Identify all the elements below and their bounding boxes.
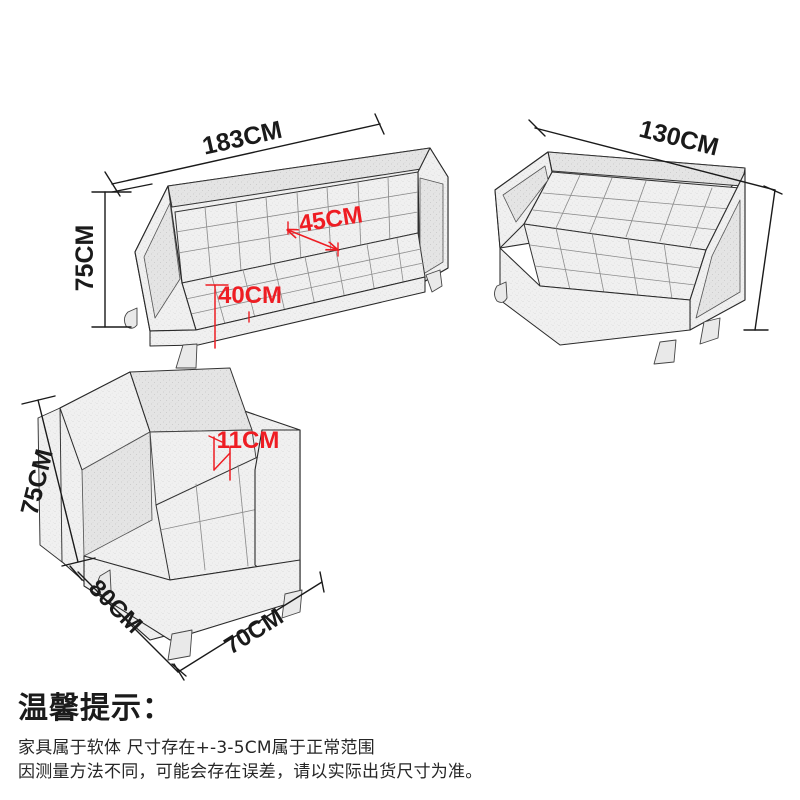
label-130cm: 130CM (636, 115, 721, 162)
label-40cm: 40CM (218, 282, 282, 309)
single-armchair-illustration (21, 367, 325, 681)
notice-line-2: 因测量方法不同，可能会存在误差，请以实际出货尺寸为准。 (18, 761, 483, 782)
dimension-line-80cm (69, 565, 187, 677)
label-75cm-sofa3: 75CM (71, 225, 99, 292)
notice-block: 温馨提示： 家具属于软体 尺寸存在+-3-5CM属于正常范围 因测量方法不同，可… (18, 692, 778, 784)
notice-line-1: 家具属于软体 尺寸存在+-3-5CM属于正常范围 (18, 737, 375, 758)
dimension-line-11cm (208, 435, 231, 481)
three-seat-sofa-illustration (91, 113, 449, 369)
notice-title: 温馨提示： (18, 691, 173, 726)
label-11cm: 11CM (217, 427, 280, 454)
dimension-line-70cm (173, 571, 325, 681)
dimension-line-40cm (205, 284, 250, 349)
label-183cm: 183CM (200, 116, 285, 161)
dimension-line-75cm-chair (21, 395, 96, 567)
dimension-line-130cm (528, 119, 783, 331)
dimension-line-45cm (288, 221, 338, 257)
two-seat-sofa-illustration (494, 119, 783, 365)
dimension-line-75cm-sofa3 (91, 191, 132, 328)
